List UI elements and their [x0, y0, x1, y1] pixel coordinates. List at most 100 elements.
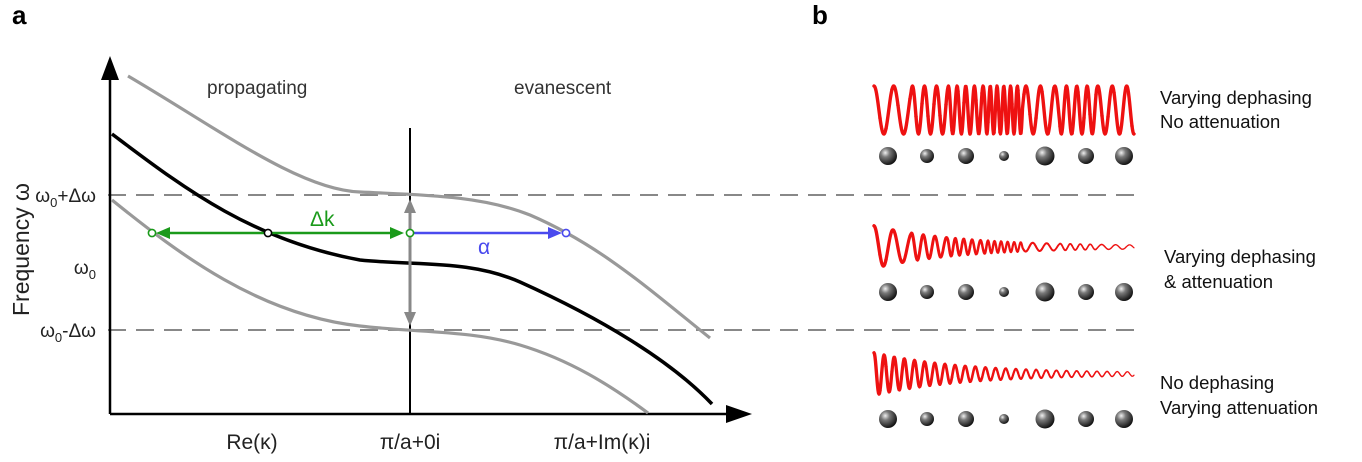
wave-row1-segment [1112, 90, 1122, 136]
wave-row3-segment [1071, 370, 1079, 378]
wave-row2-segment [1016, 241, 1026, 253]
wave-row1-segment [980, 84, 990, 136]
wave-row1-segment [1010, 84, 1020, 136]
sphere-row1 [879, 147, 897, 165]
wave-row1-segment [1016, 88, 1026, 136]
wave-row3-segment [890, 355, 900, 387]
wave-row1-segment [1082, 84, 1092, 120]
wave-row3-segment [1028, 368, 1038, 380]
wave-row3-segment [1053, 369, 1061, 378]
wave-row1-segment [974, 91, 984, 136]
wave-row1-segment [938, 102, 948, 136]
wave-row1-segment [932, 84, 942, 118]
wave-row2-segment [902, 234, 912, 263]
wave-row2-segment [926, 235, 936, 261]
wave-row2-segment [1047, 242, 1055, 252]
panel-b-letter: b [812, 0, 828, 30]
wave-row2-segment [1004, 240, 1014, 254]
wave-row2-segment [1089, 243, 1097, 251]
wave-row3-segment [920, 360, 930, 382]
wave-row3-segment [1022, 368, 1032, 379]
sphere-row2 [958, 284, 974, 300]
wave-row3-segment [986, 369, 996, 382]
row3-caption-line2: Varying attenuation [1160, 397, 1318, 418]
wave-row3-segment [1004, 367, 1014, 381]
wave-row2-segment [956, 237, 966, 257]
wave-row2-segment [914, 235, 924, 262]
wave-row1-segment [872, 84, 882, 120]
wave-row1-segment [1046, 85, 1056, 136]
wave-row3-segment [1077, 371, 1085, 378]
wave-row3-segment [1041, 369, 1049, 379]
row2-caption-line2: & attenuation [1164, 271, 1273, 292]
wave-row3-segment [1101, 370, 1109, 378]
wave-row3-segment [992, 366, 1002, 381]
wave-row1-segment [878, 116, 888, 136]
wave-row2-segment [1101, 243, 1109, 251]
wave-row1-segment [944, 84, 954, 133]
wave-row3-segment [1119, 371, 1127, 377]
wave-row3-segment [1059, 369, 1067, 379]
wave-row2-segment [1113, 244, 1121, 249]
wave-row2-segment [980, 239, 990, 255]
wave-row1-segment [896, 103, 906, 136]
wave-row1-segment [950, 84, 960, 136]
y-tick-lower: ω0-Δω [40, 321, 96, 345]
sphere-row2 [1035, 282, 1055, 302]
row1-caption-line1: Varying dephasing [1160, 87, 1312, 108]
waves-group [872, 84, 1136, 396]
wave-row1-segment [1058, 85, 1068, 136]
wave-row3-segment [1010, 367, 1020, 380]
sphere-row1 [1035, 146, 1055, 166]
marker-left [147, 228, 157, 238]
wave-row2-segment [992, 239, 1002, 254]
wave-row2-segment [1065, 243, 1073, 251]
wave-row1-segment [884, 87, 894, 131]
sphere-row3 [1115, 410, 1133, 428]
wave-row3-segment [896, 357, 906, 392]
wave-row1-segment [1124, 84, 1134, 128]
delta-omega-arrow-bottom [404, 312, 416, 326]
sphere-row1 [1078, 148, 1094, 164]
delta-k-label: Δk [310, 208, 335, 231]
alpha-label: α [478, 236, 490, 259]
wave-row3-segment [956, 366, 966, 384]
wave-row3-segment [968, 365, 978, 383]
wave-row2-segment [1041, 242, 1049, 250]
wave-row1-segment [1028, 112, 1038, 136]
upper-gray-curve [127, 74, 711, 340]
wave-row2-segment [1071, 244, 1079, 251]
wave-row2-segment [998, 240, 1008, 254]
wave-row2-segment [872, 224, 882, 257]
sphere-row3 [1035, 409, 1055, 429]
wave-row1-segment [1064, 84, 1074, 136]
wave-row2-segment [1059, 242, 1067, 252]
x-tick-mid: π/a+0i [380, 431, 441, 454]
sphere-row1 [920, 149, 934, 163]
wave-row1-segment [1070, 84, 1080, 136]
wave-row3-segment [914, 364, 924, 389]
wave-row3-segment [1107, 371, 1115, 378]
wave-row2-segment [1107, 244, 1115, 251]
wave-row1-segment [920, 84, 930, 118]
wave-row1-segment [1040, 89, 1050, 136]
wave-row1-segment [1118, 85, 1128, 136]
wave-row2-segment [1131, 245, 1135, 249]
wave-row3-segment [1034, 368, 1044, 380]
main-dispersion-curve [110, 132, 714, 406]
sphere-row3 [879, 410, 897, 428]
wave-row2-segment [968, 238, 978, 256]
spheres-group [879, 146, 1133, 429]
wave-row2-segment [1034, 245, 1044, 253]
sphere-row3 [958, 411, 974, 427]
wave-row1-segment [1052, 84, 1062, 129]
wave-row1-segment [1106, 84, 1116, 119]
alpha-arrowhead [548, 227, 562, 239]
region-right-label: evanescent [514, 78, 612, 99]
sphere-row2 [879, 283, 897, 301]
wave-row1-segment [1100, 114, 1110, 136]
wave-row3-segment [1089, 370, 1097, 378]
sphere-row2 [1115, 283, 1133, 301]
wave-row3-segment [902, 357, 912, 391]
wave-row2-segment [908, 231, 918, 258]
